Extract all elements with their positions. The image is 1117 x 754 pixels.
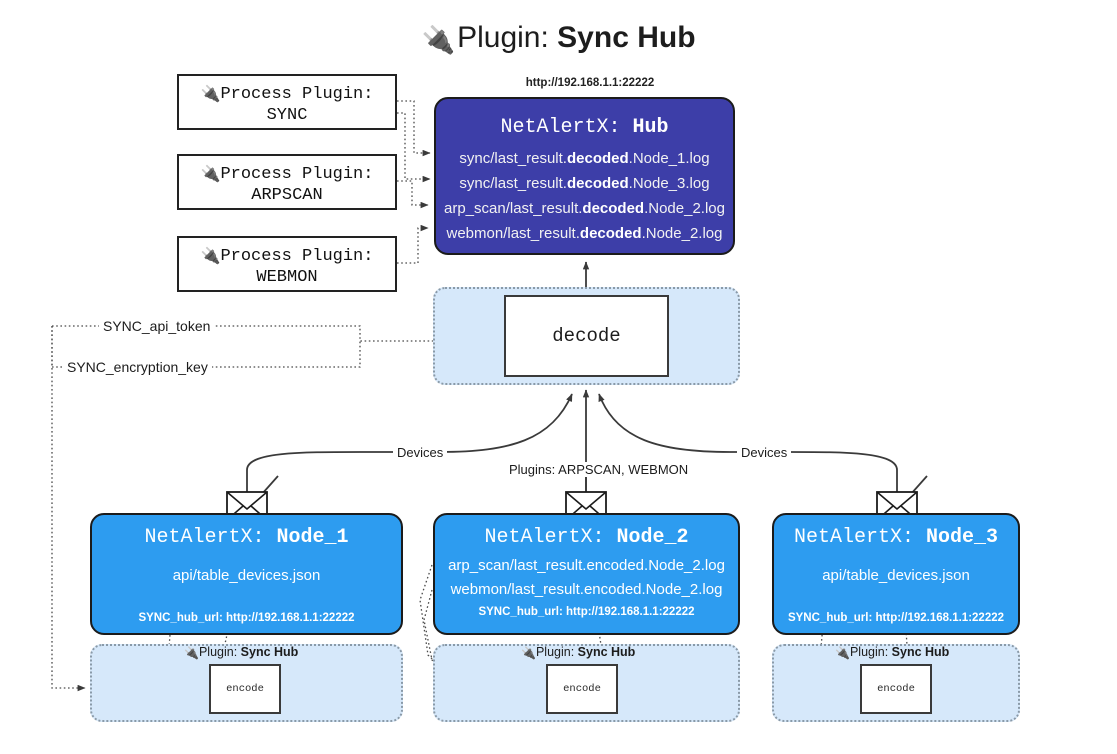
hub-log-pre: webmon/last_result. bbox=[446, 225, 580, 242]
hub-log-post: .Node_2.log bbox=[644, 200, 725, 217]
process-plugin-box-webmon[interactable]: 🔌Process Plugin: WEBMON bbox=[177, 236, 397, 292]
node-box-node-1[interactable]: NetAlertX: Node_1 api/table_devices.json… bbox=[90, 513, 403, 635]
hub-log-list: sync/last_result.decoded.Node_1.log sync… bbox=[436, 146, 733, 246]
plug-icon: 🔌 bbox=[184, 646, 199, 660]
token-label-api-token: SYNC_api_token bbox=[99, 318, 215, 334]
plug-icon: 🔌 bbox=[835, 646, 850, 660]
hub-log-bold: decoded bbox=[566, 175, 629, 192]
hub-log-bold: decoded bbox=[566, 150, 629, 167]
process-plugin-name: SYNC bbox=[266, 106, 308, 125]
hub-log-bold: decoded bbox=[579, 225, 642, 242]
hub-log-line: arp_scan/last_result.decoded.Node_2.log bbox=[436, 196, 733, 221]
node-title-prefix: NetAlertX: bbox=[144, 526, 265, 549]
node-title: NetAlertX: Node_3 bbox=[774, 526, 1018, 550]
hub-title-prefix: NetAlertX: bbox=[500, 116, 621, 139]
hub-log-bold: decoded bbox=[582, 200, 645, 217]
plug-icon: 🔌 bbox=[521, 646, 536, 660]
plugin-band-prefix: Plugin: bbox=[849, 645, 889, 659]
node-line: webmon/last_result.encoded.Node_2.log bbox=[450, 581, 723, 598]
node-url-key: SYNC_hub_url: bbox=[478, 606, 563, 618]
node-url-value: http://192.168.1.1:22222 bbox=[226, 612, 355, 624]
node-box-node-3[interactable]: NetAlertX: Node_3 api/table_devices.json… bbox=[772, 513, 1020, 635]
plug-icon: 🔌 bbox=[200, 164, 221, 183]
edge-node3-envelope-stem bbox=[910, 475, 928, 495]
edge-label-plugins-center: Plugins: ARPSCAN, WEBMON bbox=[505, 462, 693, 477]
plugin-band-caption-3: 🔌Plugin: Sync Hub bbox=[835, 645, 949, 660]
node-title-prefix: NetAlertX: bbox=[484, 526, 605, 549]
page-title-prefix: Plugin: bbox=[457, 21, 549, 54]
hub-title: NetAlertX: Hub bbox=[436, 116, 733, 140]
node-url-value: http://192.168.1.1:22222 bbox=[875, 612, 1005, 624]
plugin-band-prefix: Plugin: bbox=[198, 645, 238, 659]
encode-box-node-2[interactable]: encode bbox=[546, 664, 618, 714]
edge-label-devices-right: Devices bbox=[737, 445, 792, 460]
hub-box[interactable]: NetAlertX: Hub sync/last_result.decoded.… bbox=[434, 97, 735, 255]
edge-label-devices-left: Devices bbox=[393, 445, 448, 460]
hub-log-line: webmon/last_result.decoded.Node_2.log bbox=[436, 221, 733, 246]
plug-icon: 🔌 bbox=[200, 84, 221, 103]
hub-log-pre: sync/last_result. bbox=[459, 175, 567, 192]
node-line: api/table_devices.json bbox=[172, 567, 321, 584]
token-label-encryption-key: SYNC_encryption_key bbox=[63, 359, 212, 375]
process-plugin-name: WEBMON bbox=[256, 268, 318, 287]
decode-box[interactable]: decode bbox=[504, 295, 669, 377]
process-plugin-label: Process Plugin: bbox=[220, 165, 374, 184]
page-title: 🔌Plugin: Sync Hub bbox=[0, 16, 1117, 62]
node-title: NetAlertX: Node_1 bbox=[92, 526, 401, 550]
process-plugin-box-arpscan[interactable]: 🔌Process Plugin: ARPSCAN bbox=[177, 154, 397, 210]
plugin-band-name: Sync Hub bbox=[891, 645, 950, 659]
plugin-band-caption-2: 🔌Plugin: Sync Hub bbox=[521, 645, 635, 660]
hub-log-line: sync/last_result.decoded.Node_3.log bbox=[436, 171, 733, 196]
node-url: SYNC_hub_url: http://192.168.1.1:22222 bbox=[774, 612, 1018, 624]
process-plugin-label: Process Plugin: bbox=[220, 85, 374, 104]
encode-box-node-1[interactable]: encode bbox=[209, 664, 281, 714]
node-url-key: SYNC_hub_url: bbox=[138, 612, 223, 624]
hub-log-line: sync/last_result.decoded.Node_1.log bbox=[436, 146, 733, 171]
hub-log-pre: arp_scan/last_result. bbox=[444, 200, 583, 217]
edge-sync-to-hub-line1 bbox=[397, 100, 431, 157]
node-line: api/table_devices.json bbox=[822, 567, 970, 584]
edge-api-token-to-decode bbox=[52, 325, 501, 345]
hub-log-pre: sync/last_result. bbox=[459, 150, 567, 167]
node-box-node-2[interactable]: NetAlertX: Node_2 arp_scan/last_result.e… bbox=[433, 513, 740, 635]
plugin-band-name: Sync Hub bbox=[240, 645, 299, 659]
node-title-name: Node_3 bbox=[926, 526, 999, 549]
edge-webmon-to-hub-line4 bbox=[397, 224, 429, 264]
edge-tokens-to-plugin-band bbox=[51, 326, 86, 692]
edge-node3-to-decode bbox=[598, 393, 898, 494]
process-plugin-box-sync[interactable]: 🔌Process Plugin: SYNC bbox=[177, 74, 397, 130]
page-title-name: Sync Hub bbox=[557, 21, 696, 54]
node-url: SYNC_hub_url: http://192.168.1.1:22222 bbox=[435, 606, 738, 618]
node-url-value: http://192.168.1.1:22222 bbox=[566, 606, 695, 618]
plugin-band-name: Sync Hub bbox=[577, 645, 636, 659]
edge-encryption-key-to-decode bbox=[52, 341, 361, 368]
edge-arpscan-to-hub-line3 bbox=[397, 180, 429, 209]
edge-node1-envelope-stem bbox=[261, 475, 279, 495]
node-title-name: Node_2 bbox=[616, 526, 689, 549]
plug-icon: 🔌 bbox=[421, 25, 456, 55]
node-url: SYNC_hub_url: http://192.168.1.1:22222 bbox=[92, 612, 401, 624]
process-plugin-label: Process Plugin: bbox=[220, 247, 374, 266]
node-url-key: SYNC_hub_url: bbox=[787, 612, 873, 624]
hub-log-post: .Node_3.log bbox=[628, 175, 710, 192]
node-title-name: Node_1 bbox=[276, 526, 349, 549]
plugin-band-caption-1: 🔌Plugin: Sync Hub bbox=[184, 645, 298, 660]
process-plugin-name: ARPSCAN bbox=[251, 186, 323, 205]
encode-box-node-3[interactable]: encode bbox=[860, 664, 932, 714]
edge-node1-to-decode bbox=[246, 393, 573, 494]
hub-log-post: .Node_2.log bbox=[641, 225, 723, 242]
node-line: arp_scan/last_result.encoded.Node_2.log bbox=[448, 557, 725, 574]
plugin-band-prefix: Plugin: bbox=[535, 645, 575, 659]
hub-title-name: Hub bbox=[632, 116, 669, 139]
hub-log-post: .Node_1.log bbox=[628, 150, 710, 167]
node-title: NetAlertX: Node_2 bbox=[435, 526, 738, 550]
hub-url-label: http://192.168.1.1:22222 bbox=[525, 77, 655, 89]
plug-icon: 🔌 bbox=[200, 246, 221, 265]
node-title-prefix: NetAlertX: bbox=[793, 526, 914, 549]
